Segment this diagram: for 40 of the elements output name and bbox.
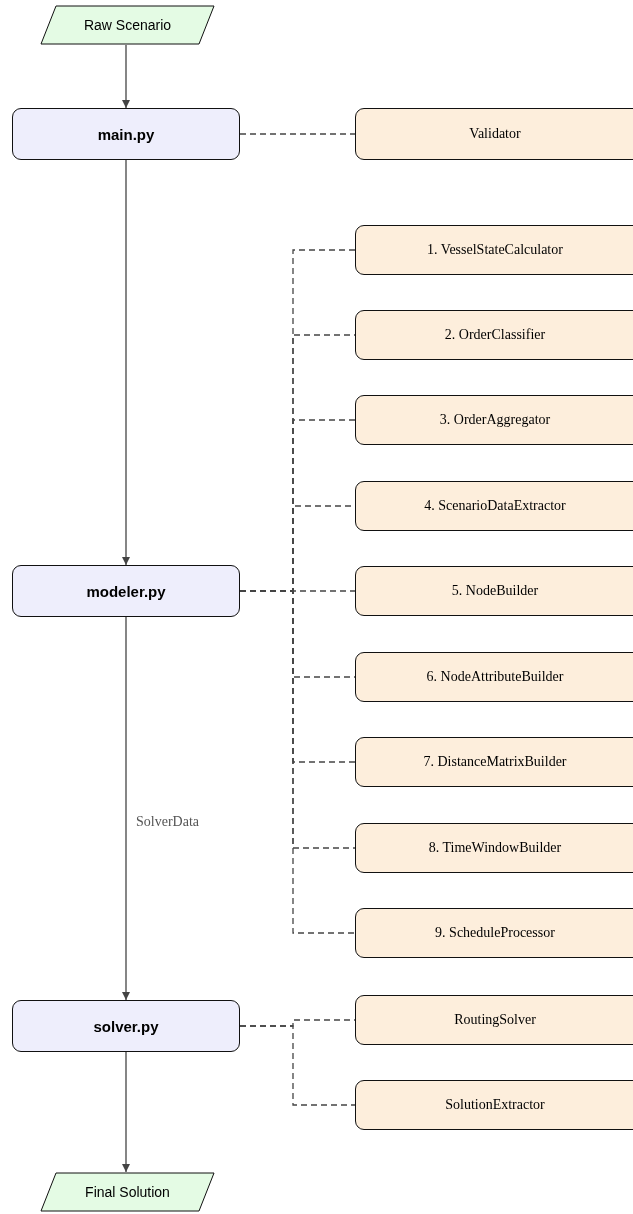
arrow bbox=[122, 44, 130, 109]
box-label: 7. DistanceMatrixBuilder bbox=[422, 754, 568, 770]
box-label: 8. TimeWindowBuilder bbox=[427, 840, 563, 856]
box-label: RoutingSolver bbox=[453, 1012, 537, 1028]
box-label: Validator bbox=[468, 126, 522, 142]
process-box bbox=[12, 1000, 240, 1052]
box-label: 3. OrderAggregator bbox=[438, 412, 552, 428]
box-label: SolutionExtractor bbox=[444, 1097, 546, 1113]
module-box bbox=[355, 995, 633, 1045]
box-label: 9. ScheduleProcessor bbox=[434, 925, 556, 941]
module-box bbox=[355, 908, 633, 958]
module-box bbox=[355, 1080, 633, 1130]
box-label: Raw Scenario bbox=[83, 17, 172, 33]
dashed-connector bbox=[239, 133, 356, 135]
arrow bbox=[122, 1051, 130, 1173]
box-label: 2. OrderClassifier bbox=[443, 327, 547, 343]
box-label: 1. VesselStateCalculator bbox=[426, 242, 564, 258]
dashed-connector bbox=[239, 1025, 356, 1106]
module-box bbox=[355, 823, 633, 873]
module-box bbox=[355, 108, 633, 160]
module-box bbox=[355, 225, 633, 275]
module-box bbox=[355, 481, 633, 531]
box-label: 6. NodeAttributeBuilder bbox=[425, 669, 565, 685]
io-parallelogram bbox=[40, 1172, 215, 1212]
box-label: solver.py bbox=[93, 1017, 159, 1035]
module-box bbox=[355, 310, 633, 360]
io-parallelogram bbox=[40, 5, 215, 45]
process-box bbox=[12, 565, 240, 617]
box-label: Final Solution bbox=[85, 1184, 170, 1200]
process-box bbox=[12, 108, 240, 160]
box-label: main.py bbox=[97, 125, 155, 143]
box-label: 4. ScenarioDataExtractor bbox=[423, 498, 567, 514]
module-box bbox=[355, 652, 633, 702]
module-box bbox=[355, 566, 633, 616]
arrow bbox=[122, 616, 130, 1001]
module-box bbox=[355, 737, 633, 787]
box-label: modeler.py bbox=[86, 582, 166, 600]
module-box bbox=[355, 395, 633, 445]
box-label: 5. NodeBuilder bbox=[450, 583, 540, 599]
arrow bbox=[122, 159, 130, 566]
